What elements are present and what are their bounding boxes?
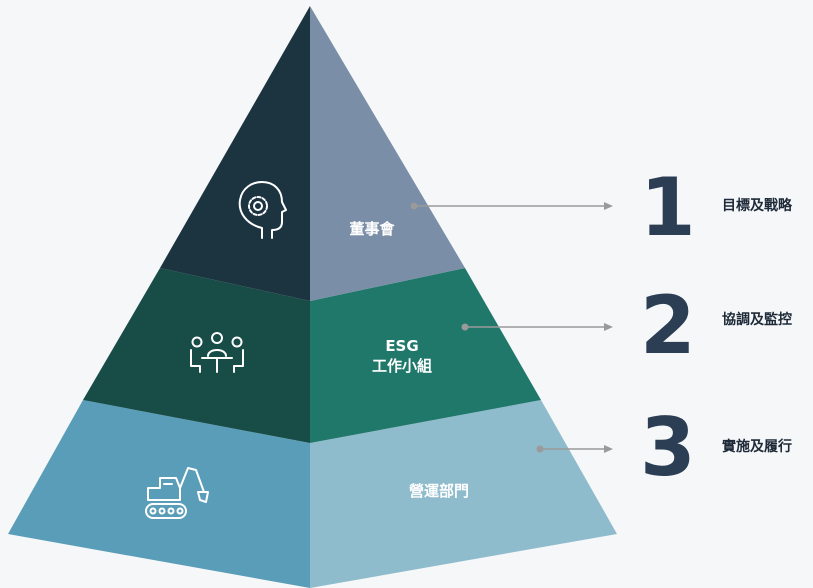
arrow-1 xyxy=(410,202,613,210)
tier-3-number: 3 xyxy=(640,401,696,494)
arrow-2 xyxy=(461,323,613,331)
tier-1-label: 董事會 xyxy=(349,220,395,238)
tier-3-description: 實施及履行 xyxy=(722,439,792,455)
tier-1-description: 目標及戰略 xyxy=(722,198,792,214)
tier-2-number: 2 xyxy=(640,279,696,372)
tier-1-left-face xyxy=(160,6,310,301)
head-gear-icon xyxy=(238,181,287,239)
tier-1-number: 1 xyxy=(640,161,696,254)
tier-2-right-face xyxy=(310,268,541,443)
tier-2-label: ESG 工作小組 xyxy=(357,336,447,376)
team-meeting-icon xyxy=(190,332,244,373)
tier-2-description: 協調及監控 xyxy=(722,312,792,328)
tier-2-label-line1: ESG xyxy=(385,337,419,355)
arrow-3 xyxy=(536,445,613,453)
tier-3-left-face xyxy=(8,400,310,588)
tier-2-left-face xyxy=(83,268,310,443)
excavator-icon xyxy=(145,467,209,519)
tier-1-right-face xyxy=(310,6,465,301)
tier-2-label-line2: 工作小組 xyxy=(371,357,432,375)
tier-3-label: 營運部門 xyxy=(408,482,469,500)
